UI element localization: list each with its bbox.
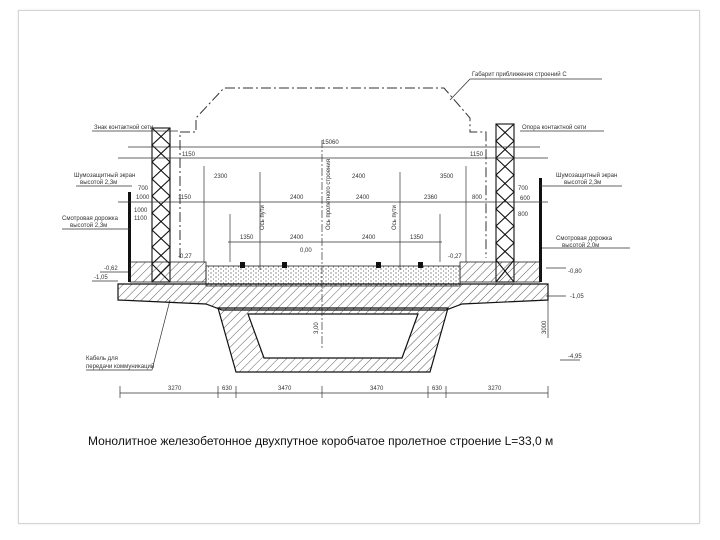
left-callout-cable-2: передачи коммуникаций (86, 363, 154, 370)
dim-row2-2: 1150 (178, 195, 192, 201)
slide-caption: Монолитное железобетонное двухпутное кор… (88, 434, 554, 448)
left-callout-cable: Кабель для (86, 356, 118, 362)
dim-row3-3: 2400 (362, 235, 376, 241)
dim-row2-3: 2400 (290, 195, 304, 201)
left-noise-barrier (128, 192, 131, 282)
level-bottom-right: -4,95 (568, 354, 582, 360)
vertical-label-right-track: Ось пути (392, 205, 398, 230)
deck-slab (117, 283, 549, 311)
height-center: 3,00 (314, 322, 320, 334)
top-callout-leader (449, 78, 471, 101)
level-left-2: -0,62 (104, 266, 118, 272)
right-callout-barrier-height: высотой 2,3м (564, 179, 601, 186)
dim-top-5: 1150 (470, 152, 484, 158)
level-left-1: -0,27 (178, 254, 192, 260)
dim-top-3: 2400 (352, 174, 366, 180)
right-callout-mast: Опора контактной сети (522, 124, 586, 131)
left-callout-walkway: Смотровая дорожка (62, 216, 119, 222)
right-walkway-curb (459, 261, 541, 283)
right-callouts (520, 130, 630, 249)
dim-row3-4: 1350 (410, 235, 424, 241)
dim-row3-2: 2400 (290, 235, 304, 241)
dim-row2-4: 2400 (356, 195, 370, 201)
clearance-gauge-outline (179, 87, 487, 258)
vertical-label-left-track: Ось пути (260, 205, 266, 230)
side-left-3: 1100 (134, 216, 148, 222)
left-callout-walkway-height: высотой 2,3м (70, 222, 107, 229)
left-callouts (62, 130, 178, 371)
level-right-1: -0,27 (448, 254, 462, 260)
right-callout-walkway: Смотровая дорожка (556, 236, 613, 242)
dim-row2-6: 800 (472, 195, 483, 201)
left-callout-barrier: Шумозащитный экран (74, 172, 135, 179)
vertical-label-span-axis: Ось пролетного строения (326, 159, 332, 230)
box-girder (217, 307, 449, 373)
side-right-1: 700 (518, 186, 529, 192)
left-walkway-curb (129, 261, 207, 283)
dimension-lines (92, 140, 580, 398)
side-left-1: 700 (138, 186, 149, 192)
level-center: 0,00 (300, 248, 312, 254)
level-right-3: -1,05 (570, 294, 584, 300)
dim-row2-1: 1000 (136, 195, 150, 201)
right-callout-barrier: Шумозащитный экран (556, 172, 617, 179)
left-catenary-mast (151, 127, 171, 283)
bottom-dim-4: 3470 (370, 386, 384, 392)
height-right: 3000 (542, 320, 548, 334)
top-callout-text: Габарит приближения строений С (472, 71, 567, 78)
bottom-dim-3: 3470 (278, 386, 292, 392)
dim-row3-1: 1350 (240, 235, 254, 241)
right-noise-barrier (539, 178, 542, 282)
rails-right (376, 262, 423, 268)
side-left-2: 1000 (134, 208, 148, 214)
bottom-dim-2: 630 (222, 386, 233, 392)
left-callout-barrier-height: высотой 2,3м (80, 179, 117, 186)
dim-top-4: 3500 (440, 174, 454, 180)
right-callout-walkway-height: высотой 2,0м (562, 242, 599, 249)
bottom-dim-6: 3270 (488, 386, 502, 392)
left-callout-mast: Знак контактной сети (94, 124, 153, 131)
bottom-dim-1: 3270 (168, 386, 182, 392)
side-right-2: 600 (520, 196, 531, 202)
dim-top-1: 1150 (182, 152, 196, 158)
side-right-3: 800 (518, 212, 529, 218)
dim-top-2: 2300 (214, 174, 228, 180)
rails-left (240, 262, 287, 268)
right-catenary-mast (495, 123, 515, 283)
level-left-3: -1,05 (94, 275, 108, 281)
dim-row2-5: 2360 (424, 195, 438, 201)
bottom-dim-5: 630 (432, 386, 443, 392)
ballast-layer (205, 265, 461, 287)
level-right-2: -0,80 (568, 269, 582, 275)
dim-overall-width: 15060 (322, 140, 339, 146)
